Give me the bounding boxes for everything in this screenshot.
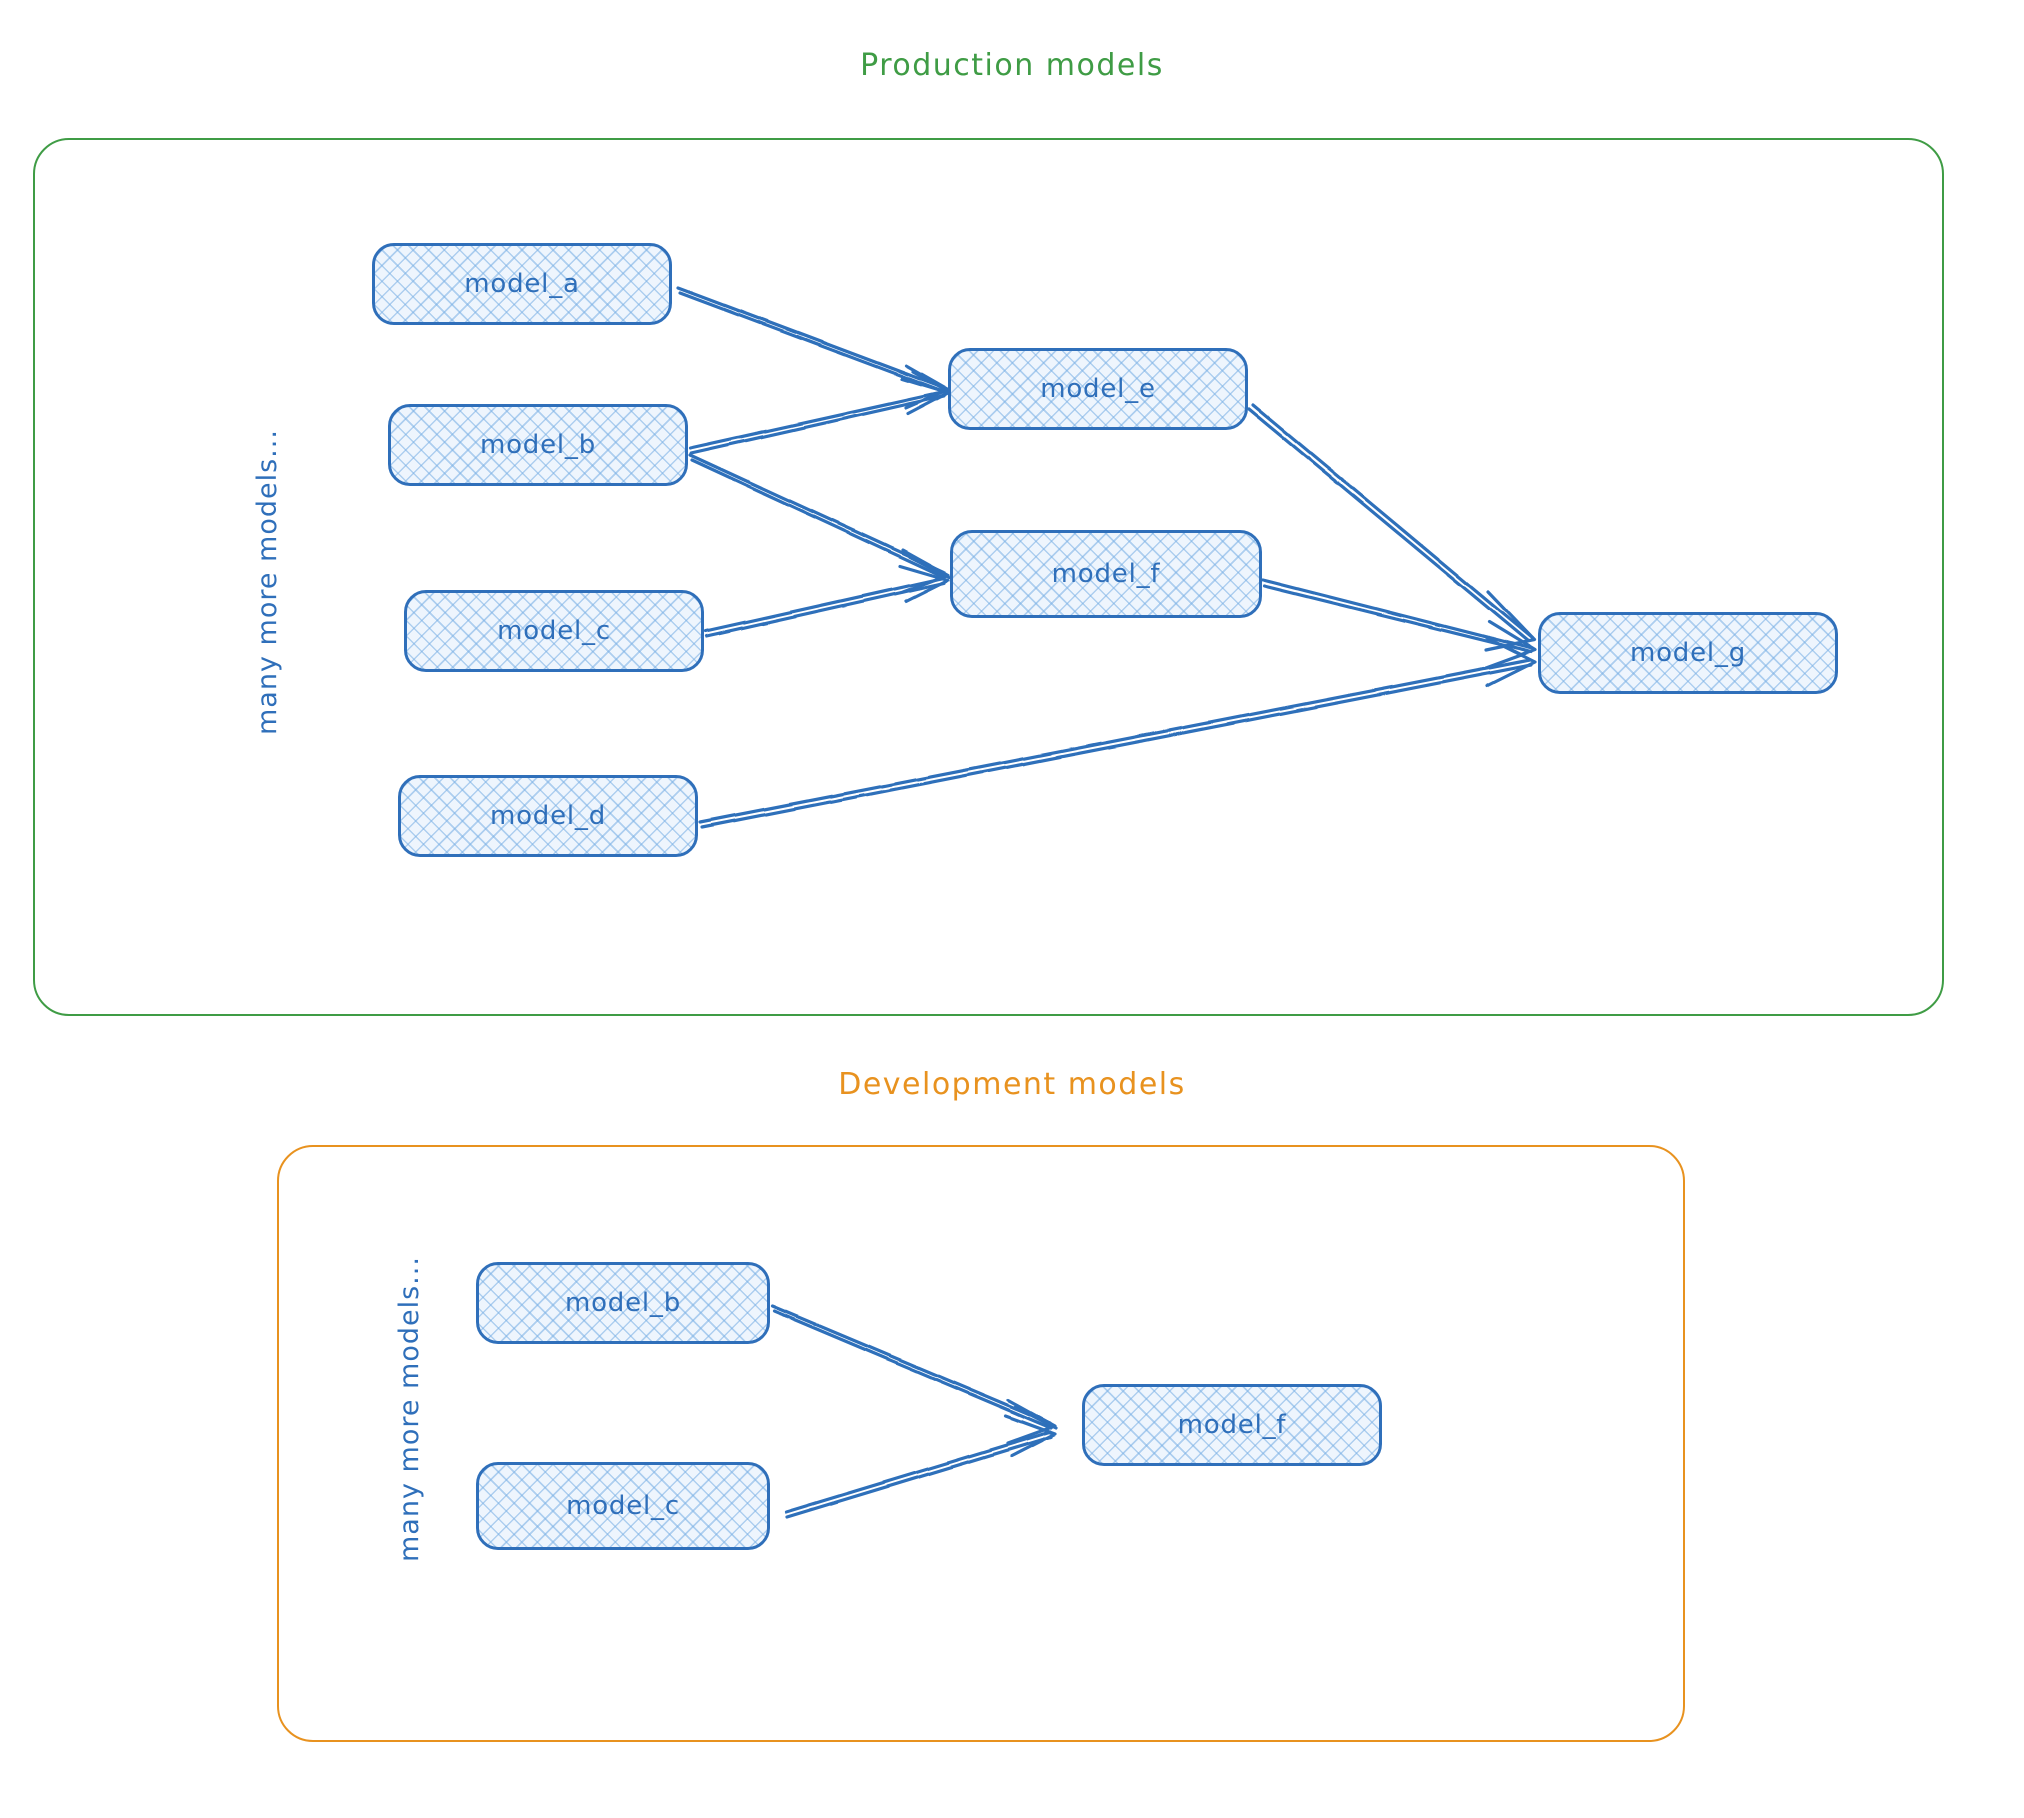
node-label: model_c (566, 1491, 680, 1521)
node-dev-model-c[interactable]: model_c (476, 1462, 770, 1550)
node-label: model_e (1040, 374, 1156, 404)
edge-model-c-to-model-f (704, 564, 950, 638)
edge-model-f-to-model-g (1261, 578, 1537, 670)
node-prod-model-c[interactable]: model_c (404, 590, 704, 672)
production-group-title: Production models (860, 48, 1164, 83)
production-group-container (33, 138, 1944, 1016)
node-label: model_d (489, 801, 607, 831)
node-dev-model-b[interactable]: model_b (476, 1262, 770, 1344)
node-dev-model-f[interactable]: model_f (1082, 1384, 1382, 1466)
node-prod-model-d[interactable]: model_d (398, 775, 698, 857)
edge-dev-model-c-to-model-f (784, 1414, 1057, 1519)
development-side-label: many more models... (394, 1256, 425, 1562)
node-prod-model-f[interactable]: model_f (950, 530, 1262, 618)
node-label: model_f (1177, 1410, 1287, 1440)
node-prod-model-a[interactable]: model_a (372, 243, 672, 325)
node-label: model_c (497, 616, 611, 646)
edge-model-b-to-model-f (688, 453, 951, 594)
edge-dev-model-b-to-model-f (770, 1304, 1058, 1445)
node-label: model_b (564, 1288, 682, 1318)
node-label: model_g (1629, 638, 1747, 668)
node-label: model_b (479, 430, 597, 460)
node-label: model_f (1051, 559, 1161, 589)
development-group-container (277, 1145, 1685, 1742)
node-prod-model-g[interactable]: model_g (1538, 612, 1838, 694)
node-label: model_a (464, 269, 580, 299)
development-group-title: Development models (838, 1067, 1186, 1102)
node-prod-model-e[interactable]: model_e (948, 348, 1248, 430)
node-prod-model-b[interactable]: model_b (388, 404, 688, 486)
edge-model-d-to-model-g (698, 636, 1537, 829)
production-side-label: many more models... (252, 429, 283, 735)
